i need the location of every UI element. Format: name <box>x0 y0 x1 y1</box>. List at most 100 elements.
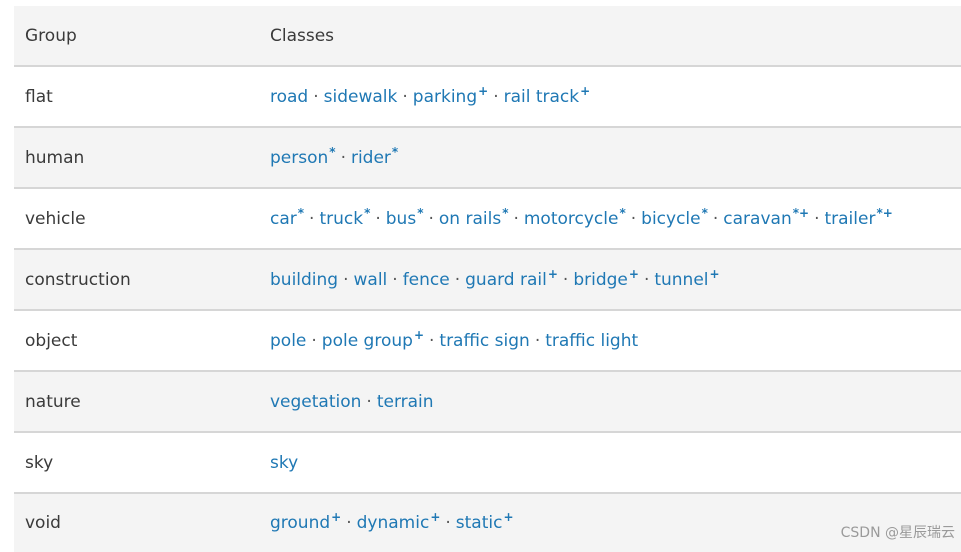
class-link[interactable]: road <box>270 87 308 107</box>
class-name: traffic sign <box>439 330 530 351</box>
class-link[interactable]: dynamic+ <box>356 510 441 533</box>
class-link[interactable]: ground+ <box>270 510 342 533</box>
class-name: static <box>455 513 503 533</box>
class-link[interactable]: sky <box>270 453 298 473</box>
class-mark: + <box>331 510 342 525</box>
class-link[interactable]: vegetation <box>270 392 361 412</box>
class-link[interactable]: rail track+ <box>503 85 591 107</box>
separator-dot: · <box>712 208 719 229</box>
class-name: caravan <box>723 208 792 229</box>
separator-dot: · <box>429 330 435 351</box>
class-name: bicycle <box>641 208 701 229</box>
separator-dot: · <box>534 330 541 351</box>
watermark-text: CSDN @星辰瑞云 <box>840 525 955 541</box>
separator-dot: · <box>493 86 499 107</box>
class-link[interactable]: on rails* <box>438 207 509 229</box>
group-cell: object <box>25 330 78 351</box>
class-name: bridge <box>573 269 628 290</box>
separator-dot: · <box>309 208 315 229</box>
separator-dot: · <box>366 391 372 412</box>
separator-dot: · <box>630 208 637 229</box>
class-mark: * <box>391 144 399 159</box>
separator-dot: · <box>445 513 451 533</box>
separator-dot: · <box>313 86 319 107</box>
classes-cell: vegetation·terrain <box>270 392 961 412</box>
class-link[interactable]: static+ <box>455 511 514 533</box>
classes-cell: sky <box>270 453 961 473</box>
class-mark: * <box>297 205 305 220</box>
classes-cell: person*·rider* <box>270 144 961 168</box>
classes-cell: pole·pole group+·traffic sign·traffic li… <box>270 327 961 351</box>
class-link[interactable]: traffic sign <box>439 331 529 351</box>
separator-dot: · <box>643 269 650 290</box>
class-link[interactable]: bus* <box>385 207 424 229</box>
class-mark: + <box>478 83 489 98</box>
class-link[interactable]: traffic light <box>545 331 638 351</box>
class-link[interactable]: person* <box>270 144 336 168</box>
class-link[interactable]: wall <box>354 270 388 290</box>
class-link[interactable]: building <box>270 270 338 290</box>
class-name: parking <box>412 86 478 107</box>
class-name: traffic light <box>545 330 639 351</box>
class-name: rail track <box>503 86 580 107</box>
class-link[interactable]: bridge+ <box>573 268 639 290</box>
class-mark: + <box>413 327 424 342</box>
class-name: terrain <box>376 391 434 412</box>
group-cell: void <box>25 513 61 533</box>
class-link[interactable]: rider* <box>350 144 399 168</box>
separator-dot: · <box>814 208 820 229</box>
class-mark: + <box>709 266 720 281</box>
class-mark: * <box>619 205 626 220</box>
class-name: bus <box>385 208 417 229</box>
class-name: vegetation <box>270 391 362 412</box>
table-row: human person*·rider* <box>14 128 961 189</box>
class-mark: * <box>701 205 708 220</box>
class-mark: *+ <box>876 205 893 220</box>
class-name: sky <box>270 452 299 473</box>
separator-dot: · <box>343 269 349 290</box>
group-cell: nature <box>25 391 81 412</box>
class-link[interactable]: truck* <box>319 207 370 229</box>
class-link[interactable]: terrain <box>377 392 434 412</box>
header-classes: Classes <box>270 25 335 46</box>
class-link[interactable]: car* <box>270 205 305 229</box>
class-link[interactable]: pole <box>270 331 306 351</box>
class-link[interactable]: motorcycle* <box>523 205 626 229</box>
header-group: Group <box>25 25 77 46</box>
class-name: rider <box>350 147 391 168</box>
separator-dot: · <box>428 208 434 229</box>
class-mark: + <box>547 266 558 281</box>
classes-cell: ground+·dynamic+·static+ <box>270 510 961 533</box>
separator-dot: · <box>513 208 519 229</box>
classes-cell: building·wall·fence·guard rail+·bridge+·… <box>270 266 961 290</box>
class-link[interactable]: bicycle* <box>641 205 708 229</box>
class-name: tunnel <box>654 269 709 290</box>
class-link[interactable]: guard rail+ <box>465 266 558 290</box>
separator-dot: · <box>311 330 317 351</box>
separator-dot: · <box>346 513 352 533</box>
group-cell: human <box>25 147 85 168</box>
class-name: motorcycle <box>523 208 619 229</box>
class-name: guard rail <box>465 269 547 290</box>
class-name: dynamic <box>356 513 430 533</box>
class-link[interactable]: fence <box>403 270 450 290</box>
class-link[interactable]: pole group+ <box>322 327 424 351</box>
class-mark: + <box>430 510 441 525</box>
class-link[interactable]: caravan*+ <box>723 207 809 229</box>
class-name: on rails <box>438 208 502 229</box>
group-cell: construction <box>25 269 131 290</box>
group-cell: sky <box>25 452 54 473</box>
table-row: sky sky <box>14 433 961 494</box>
class-mark: * <box>329 144 336 159</box>
class-link[interactable]: tunnel+ <box>654 266 720 290</box>
class-link[interactable]: trailer*+ <box>824 205 893 229</box>
class-link[interactable]: parking+ <box>412 83 489 107</box>
separator-dot: · <box>375 208 381 229</box>
class-link[interactable]: sidewalk <box>324 87 398 107</box>
group-cell: vehicle <box>25 208 86 229</box>
